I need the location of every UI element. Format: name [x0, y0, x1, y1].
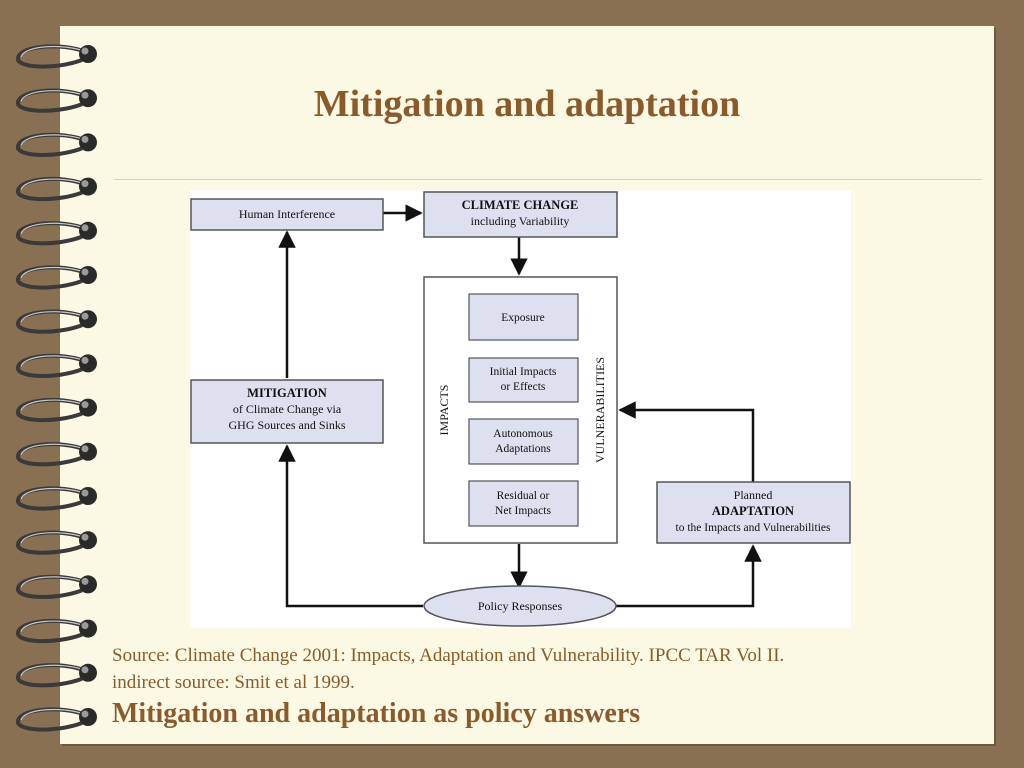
human-interference-label: Human Interference — [239, 207, 335, 221]
arrow-policy-to-adaptation — [616, 544, 762, 608]
planned-label: Planned — [734, 488, 773, 502]
binding-ring-icon — [16, 619, 97, 644]
binding-ring-icon — [16, 353, 97, 378]
arrow-policy-to-mitigation — [278, 444, 423, 608]
residual-impacts-box — [468, 480, 579, 527]
residual-line1: Residual or — [497, 490, 550, 502]
policy-responses-label: Policy Responses — [478, 599, 563, 613]
source-citation: Source: Climate Change 2001: Impacts, Ad… — [112, 642, 992, 696]
mitigation-title: MITIGATION — [247, 386, 327, 400]
impacts-label: IMPACTS — [437, 385, 451, 436]
slide-subtitle: Mitigation and adaptation as policy answ… — [112, 698, 641, 729]
binding-ring-icon — [16, 398, 97, 423]
title-divider — [114, 179, 982, 180]
binding-ring-icon — [16, 574, 97, 599]
initial-impacts-line2: or Effects — [501, 381, 546, 393]
binding-ring-icon — [16, 132, 97, 157]
climate-change-subtitle: including Variability — [471, 214, 570, 228]
human-interference-box — [190, 198, 384, 231]
climate-change-title: CLIMATE CHANGE — [462, 198, 579, 212]
adaptation-title: ADAPTATION — [712, 504, 794, 518]
arrow-adaptation-to-vulnerabilities — [618, 401, 755, 482]
planned-adaptation-box — [656, 481, 851, 544]
initial-impacts-box — [468, 357, 579, 403]
binding-ring-icon — [16, 530, 97, 555]
binding-ring-icon — [16, 44, 97, 69]
autonomous-adaptations-box — [468, 418, 579, 465]
binding-ring-icon — [16, 663, 97, 688]
binding-ring-icon — [16, 442, 97, 467]
binding-ring-icon — [16, 309, 97, 334]
binding-ring-icon — [16, 221, 97, 246]
binding-ring-icon — [16, 707, 97, 732]
binding-ring-icon — [16, 265, 97, 290]
vulnerabilities-label: VULNERABILITIES — [593, 357, 607, 463]
initial-impacts-line1: Initial Impacts — [490, 366, 557, 378]
autonomous-line1: Autonomous — [493, 428, 553, 440]
exposure-label: Exposure — [501, 312, 544, 324]
binding-ring-icon — [16, 486, 97, 511]
binding-ring-icon — [16, 177, 97, 202]
climate-diagram: Human Interference CLIMATE CHANGE includ… — [190, 190, 851, 628]
mitigation-line3: GHG Sources and Sinks — [229, 418, 346, 432]
climate-change-box — [423, 191, 618, 238]
spiral-binding — [16, 44, 97, 732]
policy-responses-ellipse — [423, 585, 617, 627]
mitigation-box — [190, 379, 384, 444]
source-line-1: Source: Climate Change 2001: Impacts, Ad… — [112, 645, 785, 666]
exposure-box — [468, 293, 579, 341]
binding-ring-icon — [16, 88, 97, 113]
slide-title: Mitigation and adaptation — [313, 83, 741, 125]
mitigation-line2: of Climate Change via — [233, 402, 342, 416]
autonomous-line2: Adaptations — [495, 443, 551, 455]
adaptation-subtitle: to the Impacts and Vulnerabilities — [676, 522, 831, 534]
residual-line2: Net Impacts — [495, 505, 551, 517]
source-line-2: indirect source: Smit et al 1999. — [112, 672, 355, 693]
